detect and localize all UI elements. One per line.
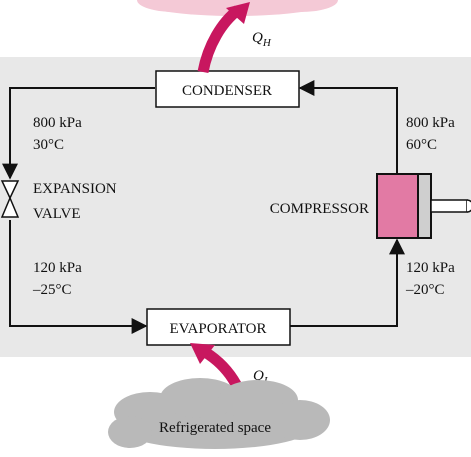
refrigerant-loop <box>2 80 405 334</box>
expansion-valve-icon <box>0 180 20 218</box>
refrigerated-space-label: Refrigerated space <box>159 420 271 436</box>
heat-rejected-arrow <box>197 2 250 74</box>
valve-to-evaporator-line <box>9 220 148 334</box>
condenser-to-valve-line <box>2 87 155 180</box>
state-compressor-inlet-pressure: 120 kPa <box>406 260 455 276</box>
q-low-symbol: Q <box>253 368 264 384</box>
q-high-subscript: H <box>262 37 272 49</box>
evaporator-label: EVAPORATOR <box>170 321 267 337</box>
state-evaporator-inlet-pressure: 120 kPa <box>33 260 82 276</box>
compressor-icon <box>376 173 471 239</box>
state-compressor-exit-pressure: 800 kPa <box>406 115 455 131</box>
refrigerated-space-cloud <box>108 378 330 449</box>
compressor-to-condenser-line <box>298 80 398 174</box>
expansion-valve-label-line1: EXPANSION <box>33 181 117 197</box>
state-after-condenser-pressure: 800 kPa <box>33 115 82 131</box>
evaporator-to-compressor-line <box>290 238 405 327</box>
q-high-label: QH <box>252 30 272 49</box>
state-evaporator-inlet-temp: –25°C <box>32 282 72 298</box>
q-high-symbol: Q <box>252 30 263 46</box>
compressor-label: COMPRESSOR <box>270 201 369 217</box>
expansion-valve-label-line2: VALVE <box>33 206 81 222</box>
state-compressor-inlet-temp: –20°C <box>405 282 445 298</box>
state-compressor-exit-temp: 60°C <box>406 137 437 153</box>
evaporator-box: EVAPORATOR <box>146 308 291 346</box>
condenser-box: CONDENSER <box>155 70 300 108</box>
state-after-condenser-temp: 30°C <box>33 137 64 153</box>
condenser-label: CONDENSER <box>182 83 272 99</box>
